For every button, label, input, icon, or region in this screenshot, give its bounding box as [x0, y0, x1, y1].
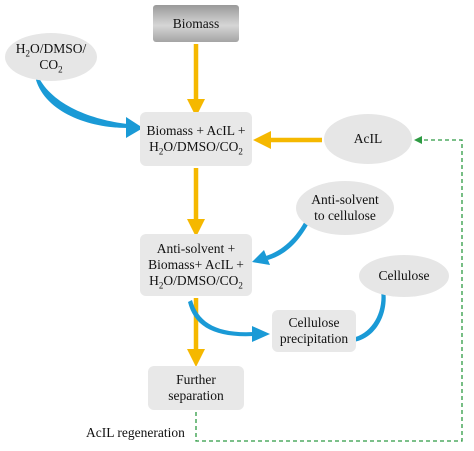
solvent-ellipse: H2O/DMSO/ CO2 — [5, 33, 97, 81]
curved-arrow-mix2-to-precipitation — [188, 300, 270, 342]
solvent-label: H2O/DMSO/ CO2 — [15, 41, 87, 75]
precipitation-box: Cellulose precipitation — [272, 310, 356, 352]
acil-ellipse: AcIL — [324, 114, 412, 164]
mixture-1-label: Biomass + AcIL + H2O/DMSO/CO2 — [146, 123, 246, 157]
cellulose-label: Cellulose — [378, 268, 430, 283]
mixture-2-label: Anti-solvent + Biomass+ AcIL + H2O/DMSO/… — [148, 241, 244, 291]
mixture-box-2: Anti-solvent + Biomass+ AcIL + H2O/DMSO/… — [140, 234, 252, 296]
cellulose-ellipse: Cellulose — [359, 255, 449, 297]
regeneration-loop-line — [195, 136, 463, 442]
biomass-label: Biomass — [172, 15, 220, 31]
curved-arrow-solvent-to-mix1 — [36, 76, 143, 138]
separation-box: Further separation — [148, 366, 244, 410]
mixture-box-1: Biomass + AcIL + H2O/DMSO/CO2 — [140, 112, 252, 166]
biomass-node: Biomass — [153, 5, 239, 42]
antisolvent-label: Anti-solvent to cellulose — [311, 192, 379, 223]
antisolvent-ellipse: Anti-solvent to cellulose — [296, 181, 394, 235]
precipitation-label: Cellulose precipitation — [279, 315, 349, 346]
acil-label: AcIL — [353, 131, 383, 146]
regeneration-label: AcIL regeneration — [86, 425, 185, 440]
separation-label: Further separation — [168, 372, 224, 403]
